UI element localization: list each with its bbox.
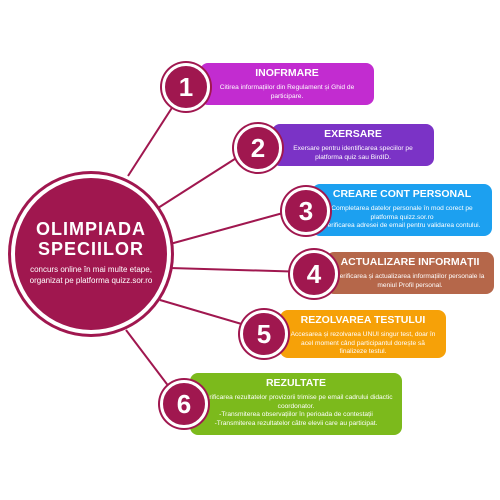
hub-title: OLIMPIADA SPECIILOR [36,219,146,259]
step-6-description: -Verificarea rezultatelor provizorii tri… [199,394,393,427]
step-4-description: Verificarea și actualizarea informațiilo… [335,273,485,289]
step-1-title: INOFRMARE [255,67,319,79]
step-6-card: REZULTATE -Verificarea rezultatelor prov… [190,373,402,435]
step-4-title: ACTUALIZARE INFORMAȚII [340,256,480,268]
step-4-number-badge: 4 [290,250,338,298]
step-1-description: Citirea informațiilor din Regulament și … [219,84,355,100]
step-2-number-badge: 2 [234,124,282,172]
step-3-number-badge: 3 [282,187,330,235]
step-4-card: ACTUALIZARE INFORMAȚII Verificarea și ac… [326,252,494,294]
step-6-title: REZULTATE [265,377,327,389]
hub-subtitle: concurs online în mai multe etape, organ… [29,265,153,285]
step-5-card: REZOLVAREA TESTULUI Accesarea și rezolva… [280,310,446,358]
connector-line-4 [169,267,309,273]
step-1-card: INOFRMARE Citirea informațiilor din Regu… [200,63,374,105]
step-3-description: Completarea datelor personale în mod cor… [323,205,481,230]
step-2-description: Exersare pentru identificarea speciilor … [293,145,413,161]
connector-line-3 [169,209,295,245]
step-2-title: EXERSARE [324,128,382,140]
step-3-card: CREARE CONT PERSONAL Completarea datelor… [312,184,492,236]
step-1-number-badge: 1 [162,63,210,111]
step-5-title: REZOLVAREA TESTULUI [300,314,426,326]
step-6-number-badge: 6 [160,380,208,428]
step-5-description: Accesarea și rezolvarea UNUI singur test… [290,331,436,356]
step-5-number-badge: 5 [240,310,288,358]
central-hub: OLIMPIADA SPECIILOR concurs online în ma… [11,174,171,334]
step-2-card: EXERSARE Exersare pentru identificarea s… [272,124,434,166]
step-3-title: CREARE CONT PERSONAL [332,188,472,200]
